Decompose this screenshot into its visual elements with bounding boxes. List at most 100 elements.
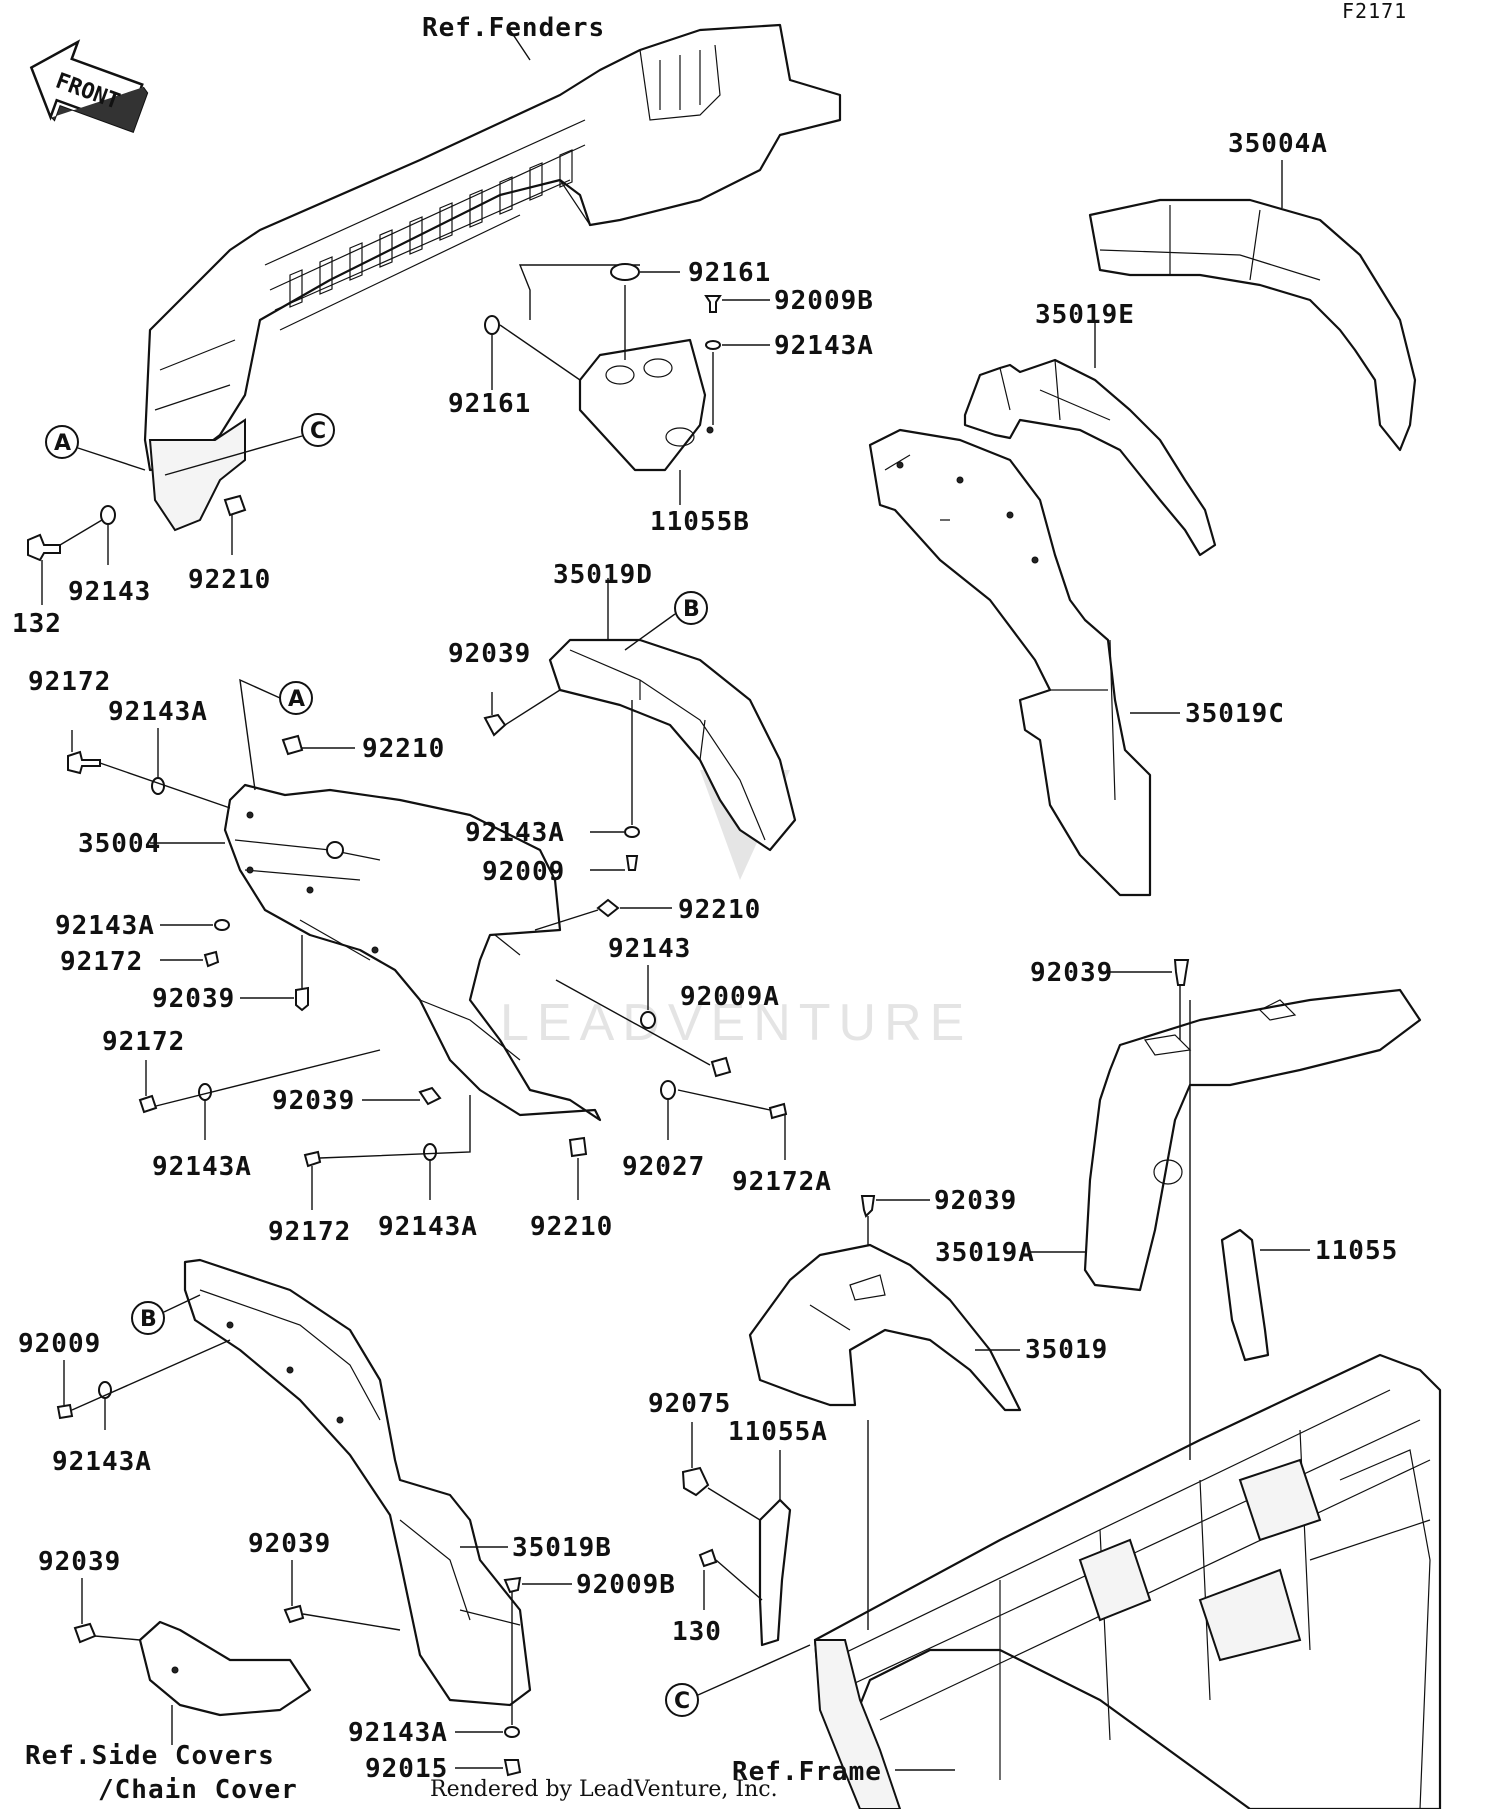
leader-callout-a-mid xyxy=(239,678,281,791)
screw-92009-m xyxy=(625,855,639,871)
bracket-11055A xyxy=(758,1498,792,1647)
bracket-11055 xyxy=(1220,1228,1270,1362)
leader-ref-fenders-bracket xyxy=(518,264,640,320)
leader-callout-b-bottom xyxy=(163,1294,201,1313)
washer-92143A-b xyxy=(504,1726,520,1738)
rivet-92039-bl1 xyxy=(73,1622,97,1644)
leader-callout-a-top xyxy=(77,447,146,471)
label-92039-m3: 92039 xyxy=(272,1086,355,1116)
rivet-92039-m3 xyxy=(418,1086,442,1106)
nut-92210-m3 xyxy=(568,1136,588,1158)
label-92143A-m1: 92143A xyxy=(465,818,565,848)
bolt-132 xyxy=(27,533,61,562)
rivet-92039-m1 xyxy=(483,713,507,737)
svg-text:C: C xyxy=(310,419,326,444)
bracket-11055B xyxy=(578,338,714,472)
label-92143-tl: 92143 xyxy=(68,577,151,607)
label-35004: 35004 xyxy=(78,829,161,859)
bolt-92172-m3 xyxy=(138,1094,158,1114)
leader-callout-c-bottom xyxy=(697,1644,811,1696)
label-92161-left: 92161 xyxy=(448,389,531,419)
label-35019B: 35019B xyxy=(512,1533,612,1563)
front-arrow-icon: FRONT xyxy=(29,39,149,134)
label-92009B-b: 92009B xyxy=(576,1570,676,1600)
diagram-id: F2171 xyxy=(1342,0,1407,23)
fender-35019C xyxy=(868,428,1152,897)
washer-92143A-m1 xyxy=(624,826,640,838)
washer-92143A-top xyxy=(705,340,721,350)
grommet-92161-left xyxy=(484,315,500,335)
leader-m4-line xyxy=(319,1095,471,1159)
rivet-92039-bl2 xyxy=(283,1604,305,1624)
leader-92075-b xyxy=(707,1487,761,1521)
nut-92210-m1 xyxy=(281,734,304,756)
label-11055B: 11055B xyxy=(650,507,750,537)
callout-a-mid: A xyxy=(279,681,313,715)
credit-text: Rendered by LeadVenture, Inc. xyxy=(430,1777,778,1802)
label-92210-m1: 92210 xyxy=(362,734,445,764)
label-35019E: 35019E xyxy=(1035,300,1135,330)
label-35019A: 35019A xyxy=(935,1238,1035,1268)
label-92172-m3: 92172 xyxy=(102,1027,185,1057)
label-92039-m1: 92039 xyxy=(448,639,531,669)
svg-text:C: C xyxy=(674,1689,690,1714)
front-fender-grille xyxy=(143,23,842,532)
washer-92143-tl xyxy=(100,505,116,525)
svg-text:B: B xyxy=(140,1307,157,1332)
screw-92009-bl xyxy=(56,1403,74,1420)
label-92027: 92027 xyxy=(622,1152,705,1182)
callout-b-bottom: B xyxy=(131,1301,165,1335)
svg-text:B: B xyxy=(683,597,700,622)
rivet-92039-r1 xyxy=(1173,959,1190,986)
bolt-92009A xyxy=(710,1056,732,1078)
screw-92009B-top xyxy=(704,295,722,313)
label-92009B-top: 92009B xyxy=(774,286,874,316)
label-130: 130 xyxy=(672,1617,722,1647)
label-ref-side-covers: Ref.Side Covers xyxy=(25,1741,275,1771)
label-92015: 92015 xyxy=(365,1754,448,1784)
callout-a-top: A xyxy=(45,425,79,459)
bolt-92172A xyxy=(768,1102,788,1120)
rivet-92039-r2 xyxy=(860,1195,876,1218)
bolt-130 xyxy=(698,1548,718,1568)
washer-92143-m xyxy=(640,1011,656,1029)
side-cover-fragment xyxy=(138,1620,312,1717)
fender-35019E xyxy=(963,358,1217,557)
leader-bl-line xyxy=(71,1339,231,1411)
label-35019D: 35019D xyxy=(553,560,653,590)
label-92143A-top: 92143A xyxy=(774,331,874,361)
washer-92143A-a xyxy=(151,777,165,795)
grommet-92161-top xyxy=(610,263,640,281)
rivet-92039-m2 xyxy=(295,986,309,1012)
grommet-92075 xyxy=(681,1466,710,1497)
label-92161-top: 92161 xyxy=(688,258,771,288)
washer-92027 xyxy=(660,1080,676,1100)
label-35019C: 35019C xyxy=(1185,699,1285,729)
label-92039-r2: 92039 xyxy=(934,1186,1017,1216)
label-92172-m2: 92172 xyxy=(60,947,143,977)
label-ref-chain-cover: /Chain Cover xyxy=(98,1775,298,1805)
leader-side-cover xyxy=(94,1635,141,1641)
label-ref-fenders: Ref.Fenders xyxy=(422,13,605,43)
nut-92015 xyxy=(503,1759,522,1777)
leader-92039-m1-b xyxy=(504,689,561,726)
fender-35019 xyxy=(748,1243,1022,1412)
label-92039-bl2: 92039 xyxy=(248,1529,331,1559)
leader-m3-line xyxy=(155,1049,381,1107)
leader-bolt-92172-a xyxy=(99,762,231,809)
bolt-92172-a xyxy=(67,750,101,775)
label-92143A-m4: 92143A xyxy=(378,1212,478,1242)
screw-92009B-b xyxy=(503,1576,522,1594)
label-92143A-bl: 92143A xyxy=(52,1447,152,1477)
label-35004A: 35004A xyxy=(1228,129,1328,159)
leader-130-b xyxy=(715,1559,763,1601)
vehicle-frame xyxy=(813,1353,1442,1809)
label-92009-bl: 92009 xyxy=(18,1329,101,1359)
label-92039-m2: 92039 xyxy=(152,984,235,1014)
label-35019: 35019 xyxy=(1025,1335,1108,1365)
bolt-92172-m4 xyxy=(303,1150,322,1168)
label-92009A: 92009A xyxy=(680,982,780,1012)
fender-35019D xyxy=(548,638,797,852)
label-132: 132 xyxy=(12,609,62,639)
